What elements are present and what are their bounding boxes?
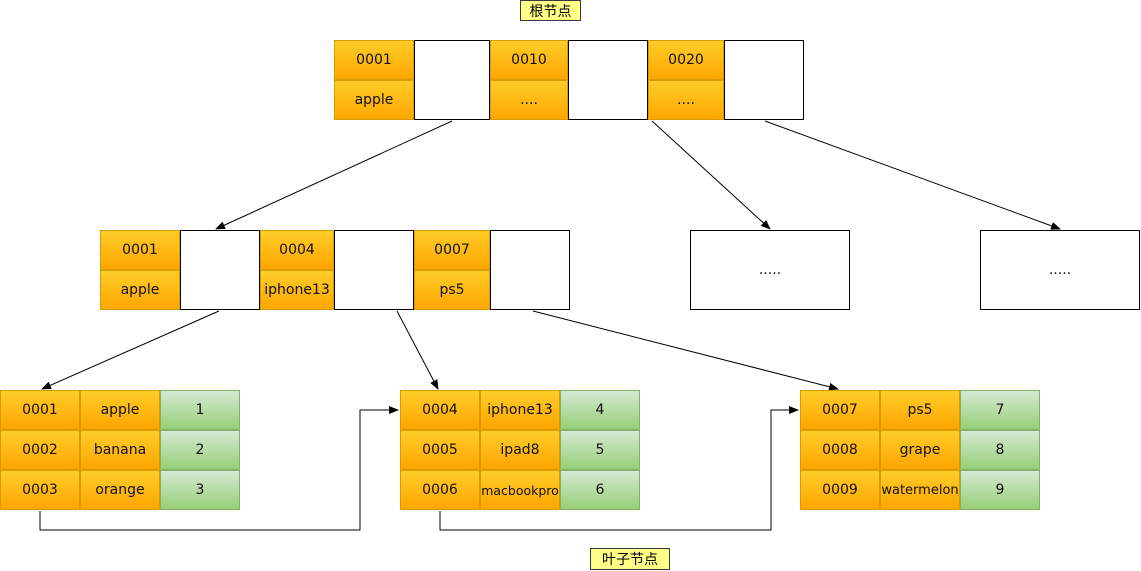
root-key-2-value: .... <box>490 80 568 120</box>
edge-internal-to-leaf-1 <box>41 310 220 390</box>
root-pointer-1 <box>414 40 490 120</box>
root-key-1-id: 0001 <box>334 40 414 80</box>
root-key-2-id: 0010 <box>490 40 568 80</box>
root-key-3-id: 0020 <box>648 40 724 80</box>
placeholder-node-1: ..... <box>690 230 850 310</box>
leaf-2-row-3-name: macbookpro <box>480 470 560 510</box>
leaf-3-row-2-id: 0008 <box>800 430 880 470</box>
root-pointer-2 <box>568 40 648 120</box>
internal-key-1-value: apple <box>100 270 180 310</box>
leaf-1-row-2-name: banana <box>80 430 160 470</box>
internal-pointer-2 <box>334 230 414 310</box>
leaf-1-row-3-name: orange <box>80 470 160 510</box>
internal-key-2-value: iphone13 <box>260 270 334 310</box>
edge-internal-to-leaf-3 <box>532 310 839 391</box>
leaf-2-row-3-id: 0006 <box>400 470 480 510</box>
internal-key-3-value: ps5 <box>414 270 490 310</box>
root-key-1-value: apple <box>334 80 414 120</box>
root-pointer-3 <box>724 40 804 120</box>
leaf-3-row-2-name: grape <box>880 430 960 470</box>
leaf-2-row-1-name: iphone13 <box>480 390 560 430</box>
leaf-node-label: 叶子节点 <box>590 548 670 570</box>
internal-key-2-id: 0004 <box>260 230 334 270</box>
leaf-1-row-1-data: 1 <box>160 390 240 430</box>
leaf-2-row-1-id: 0004 <box>400 390 480 430</box>
internal-key-3-id: 0007 <box>414 230 490 270</box>
leaf-3-row-1-name: ps5 <box>880 390 960 430</box>
edge-internal-to-leaf-2 <box>396 310 439 390</box>
edge-root-to-node-3 <box>764 120 1061 230</box>
internal-pointer-1 <box>180 230 260 310</box>
leaf-2-row-2-data: 5 <box>560 430 640 470</box>
edge-root-to-internal <box>215 120 453 230</box>
root-key-3-value: .... <box>648 80 724 120</box>
leaf-3-row-3-name: watermelon <box>880 470 960 510</box>
leaf-link-2-to-3 <box>439 406 799 531</box>
leaf-3-row-3-data: 9 <box>960 470 1040 510</box>
leaf-2-row-2-name: ipad8 <box>480 430 560 470</box>
leaf-1-row-1-id: 0001 <box>0 390 80 430</box>
leaf-link-1-to-2 <box>39 406 399 531</box>
leaf-2-row-1-data: 4 <box>560 390 640 430</box>
root-node-label: 根节点 <box>520 0 581 21</box>
leaf-1-row-2-data: 2 <box>160 430 240 470</box>
edge-root-to-node-2 <box>651 120 771 230</box>
leaf-1-row-3-data: 3 <box>160 470 240 510</box>
leaf-1-row-2-id: 0002 <box>0 430 80 470</box>
placeholder-node-2: ..... <box>980 230 1140 310</box>
leaf-3-row-2-data: 8 <box>960 430 1040 470</box>
leaf-1-row-1-name: apple <box>80 390 160 430</box>
leaf-3-row-3-id: 0009 <box>800 470 880 510</box>
leaf-2-row-3-data: 6 <box>560 470 640 510</box>
leaf-3-row-1-data: 7 <box>960 390 1040 430</box>
leaf-1-row-3-id: 0003 <box>0 470 80 510</box>
leaf-3-row-1-id: 0007 <box>800 390 880 430</box>
internal-key-1-id: 0001 <box>100 230 180 270</box>
internal-pointer-3 <box>490 230 570 310</box>
leaf-2-row-2-id: 0005 <box>400 430 480 470</box>
